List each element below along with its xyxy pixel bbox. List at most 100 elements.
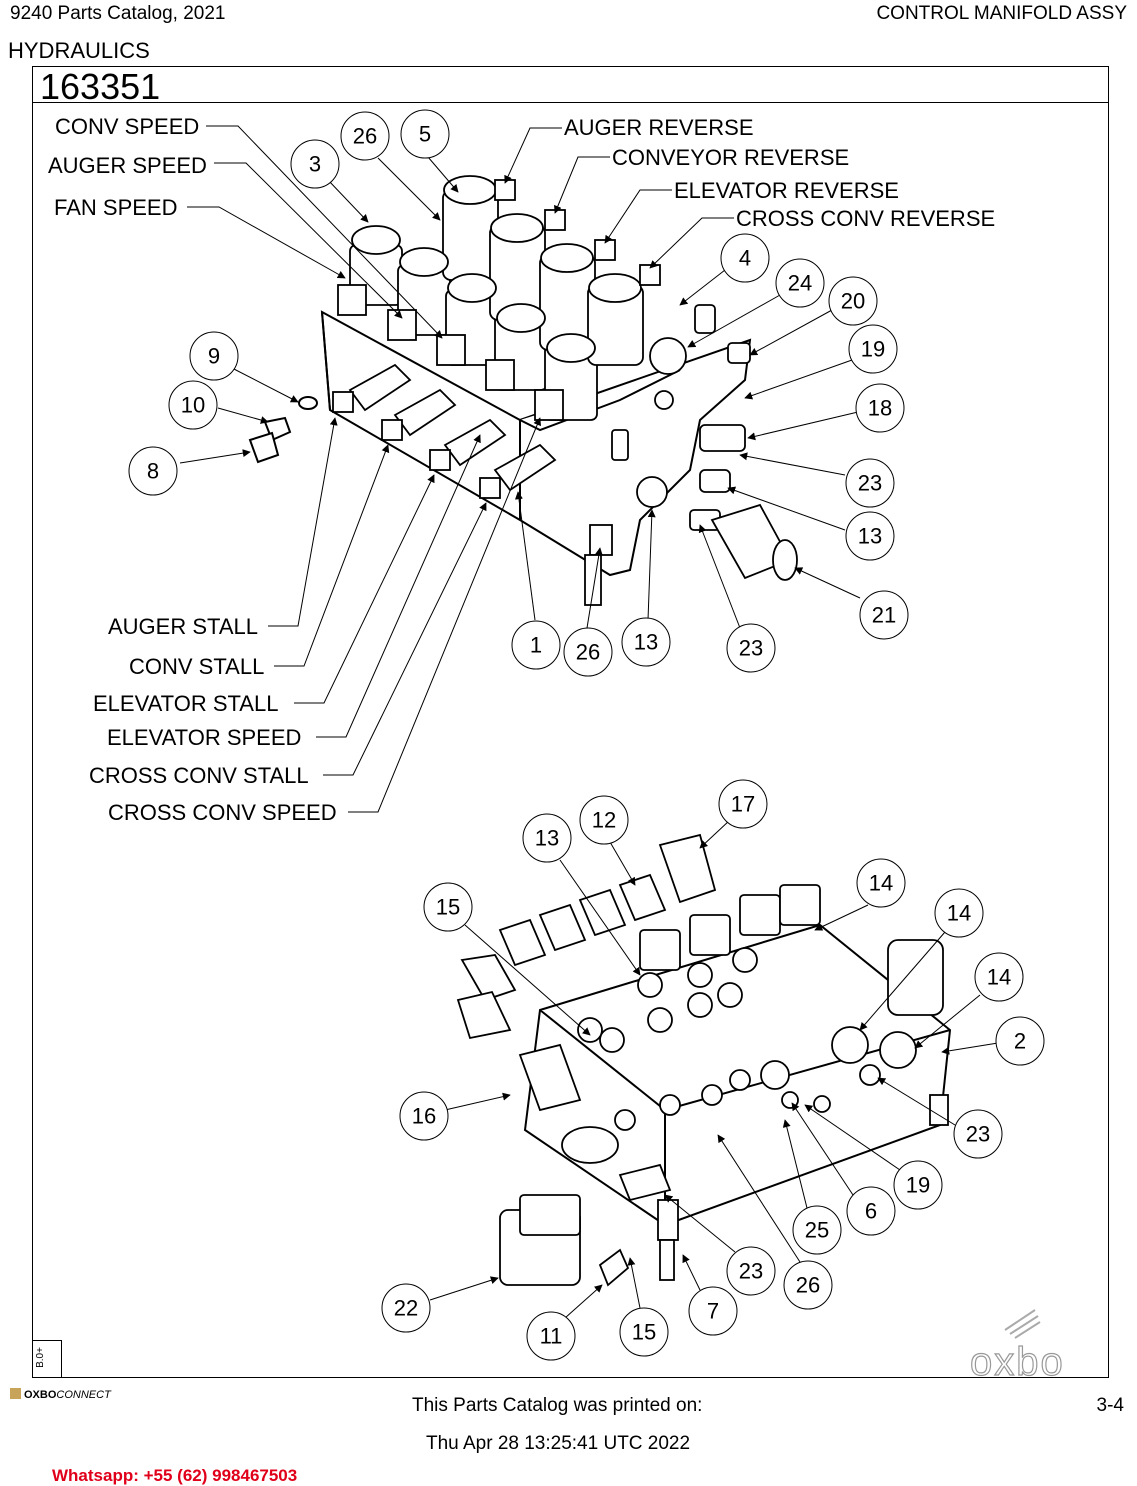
- oxbo-watermark: oxbo: [969, 1339, 1065, 1384]
- leader-lines: [179, 125, 999, 1319]
- svg-text:20: 20: [841, 289, 865, 314]
- oxbo-connect-brand: OXBOCONNECT: [10, 1388, 111, 1401]
- callout-auger-stall: AUGER STALL: [108, 614, 258, 639]
- item-bubble: 10: [168, 380, 218, 430]
- svg-text:17: 17: [731, 792, 755, 817]
- lower-manifold-illustration: [456, 833, 952, 1287]
- revision-label: B.0+: [34, 1347, 46, 1368]
- item-bubble: 19: [893, 1160, 943, 1210]
- svg-text:26: 26: [576, 640, 600, 665]
- upper-item-bubbles: 26 5 3 4 24 20 19 9 10 18 8 23 13 21 1 2…: [128, 109, 909, 677]
- svg-text:3: 3: [309, 152, 321, 177]
- item-bubble: 5: [400, 109, 450, 159]
- callout-conv-stall: CONV STALL: [129, 654, 264, 679]
- svg-text:23: 23: [858, 471, 882, 496]
- callout-elevator-stall: ELEVATOR STALL: [93, 691, 278, 716]
- callout-conv-speed: CONV SPEED: [55, 114, 199, 139]
- svg-text:15: 15: [632, 1320, 656, 1345]
- svg-text:24: 24: [788, 271, 812, 296]
- svg-text:16: 16: [412, 1104, 436, 1129]
- item-bubble: 15: [619, 1307, 669, 1357]
- revision-box: [32, 1340, 62, 1378]
- svg-text:21: 21: [872, 603, 896, 628]
- brand-bold: OXBO: [24, 1389, 57, 1401]
- item-bubble: 13: [845, 511, 895, 561]
- item-bubble: 3: [290, 139, 340, 189]
- item-bubble: 23: [726, 623, 776, 673]
- item-bubble: 20: [828, 276, 878, 326]
- item-bubble: 18: [855, 383, 905, 433]
- lower-item-bubbles: 17 12 13 15 14 14 14 2 16 23 19 6 25 26 …: [381, 779, 1045, 1361]
- svg-text:15: 15: [436, 895, 460, 920]
- svg-text:26: 26: [796, 1273, 820, 1298]
- svg-text:11: 11: [540, 1324, 563, 1349]
- callout-fan-speed: FAN SPEED: [54, 195, 177, 220]
- callout-cross-conv-stall: CROSS CONV STALL: [89, 763, 309, 788]
- item-bubble: 14: [934, 888, 984, 938]
- callout-auger-speed: AUGER SPEED: [48, 153, 207, 178]
- svg-text:22: 22: [394, 1296, 418, 1321]
- item-bubble: 4: [720, 233, 770, 283]
- drawing-frame: [32, 66, 1109, 1378]
- printed-date: Thu Apr 28 13:25:41 UTC 2022: [426, 1433, 691, 1454]
- svg-text:13: 13: [535, 826, 559, 851]
- item-bubble: 19: [848, 324, 898, 374]
- item-bubble: 23: [845, 458, 895, 508]
- svg-text:4: 4: [739, 246, 751, 271]
- svg-text:14: 14: [947, 901, 971, 926]
- page-number: 3-4: [1096, 1395, 1124, 1416]
- item-bubble: 9: [189, 331, 239, 381]
- svg-text:9: 9: [208, 344, 220, 369]
- item-bubble: 8: [128, 446, 178, 496]
- item-bubble: 17: [718, 779, 768, 829]
- svg-text:23: 23: [966, 1122, 990, 1147]
- item-bubble: 21: [859, 590, 909, 640]
- item-bubble: 11: [526, 1311, 576, 1361]
- svg-text:19: 19: [906, 1173, 930, 1198]
- promo-text: Whatsapp: +55 (62) 998467503: [52, 1466, 298, 1485]
- svg-text:7: 7: [707, 1299, 719, 1324]
- callout-elevator-reverse: ELEVATOR REVERSE: [674, 178, 899, 203]
- catalog-title: 9240 Parts Catalog, 2021: [10, 3, 226, 24]
- brand-rest: CONNECT: [56, 1389, 111, 1401]
- svg-text:19: 19: [861, 337, 885, 362]
- item-bubble: 12: [579, 795, 629, 845]
- svg-text:23: 23: [739, 636, 763, 661]
- oxbo-connect-logo-icon: [10, 1388, 21, 1399]
- svg-text:5: 5: [419, 122, 431, 147]
- svg-text:14: 14: [869, 871, 893, 896]
- svg-text:26: 26: [353, 124, 377, 149]
- svg-text:18: 18: [868, 396, 892, 421]
- upper-callout-labels: CONV SPEED AUGER SPEED FAN SPEED AUGER R…: [48, 114, 995, 825]
- section-title: CONTROL MANIFOLD ASSY: [876, 3, 1127, 24]
- callout-conveyor-reverse: CONVEYOR REVERSE: [612, 145, 849, 170]
- svg-text:10: 10: [181, 393, 205, 418]
- item-bubble: 13: [522, 813, 572, 863]
- svg-text:14: 14: [987, 965, 1011, 990]
- svg-text:13: 13: [858, 524, 882, 549]
- item-bubble: 22: [381, 1283, 431, 1333]
- item-bubble: 23: [953, 1109, 1003, 1159]
- svg-text:25: 25: [805, 1218, 829, 1243]
- svg-text:23: 23: [739, 1259, 763, 1284]
- item-bubble: 23: [726, 1246, 776, 1296]
- item-bubble: 15: [423, 882, 473, 932]
- callout-elevator-speed: ELEVATOR SPEED: [107, 725, 301, 750]
- item-bubble: 13: [621, 617, 671, 667]
- svg-text:1: 1: [530, 633, 542, 658]
- upper-manifold-illustration: [248, 175, 798, 606]
- category-title: HYDRAULICS: [8, 38, 150, 63]
- svg-text:13: 13: [634, 630, 658, 655]
- item-bubble: 1: [511, 620, 561, 670]
- item-bubble: 26: [340, 111, 390, 161]
- svg-text:12: 12: [592, 808, 616, 833]
- svg-text:2: 2: [1014, 1029, 1026, 1054]
- item-bubble: 14: [974, 952, 1024, 1002]
- item-bubble: 25: [792, 1205, 842, 1255]
- svg-text:6: 6: [865, 1199, 877, 1224]
- item-bubble: 7: [688, 1286, 738, 1336]
- item-bubble: 2: [995, 1016, 1045, 1066]
- callout-cross-conv-speed: CROSS CONV SPEED: [108, 800, 337, 825]
- svg-text:8: 8: [147, 459, 159, 484]
